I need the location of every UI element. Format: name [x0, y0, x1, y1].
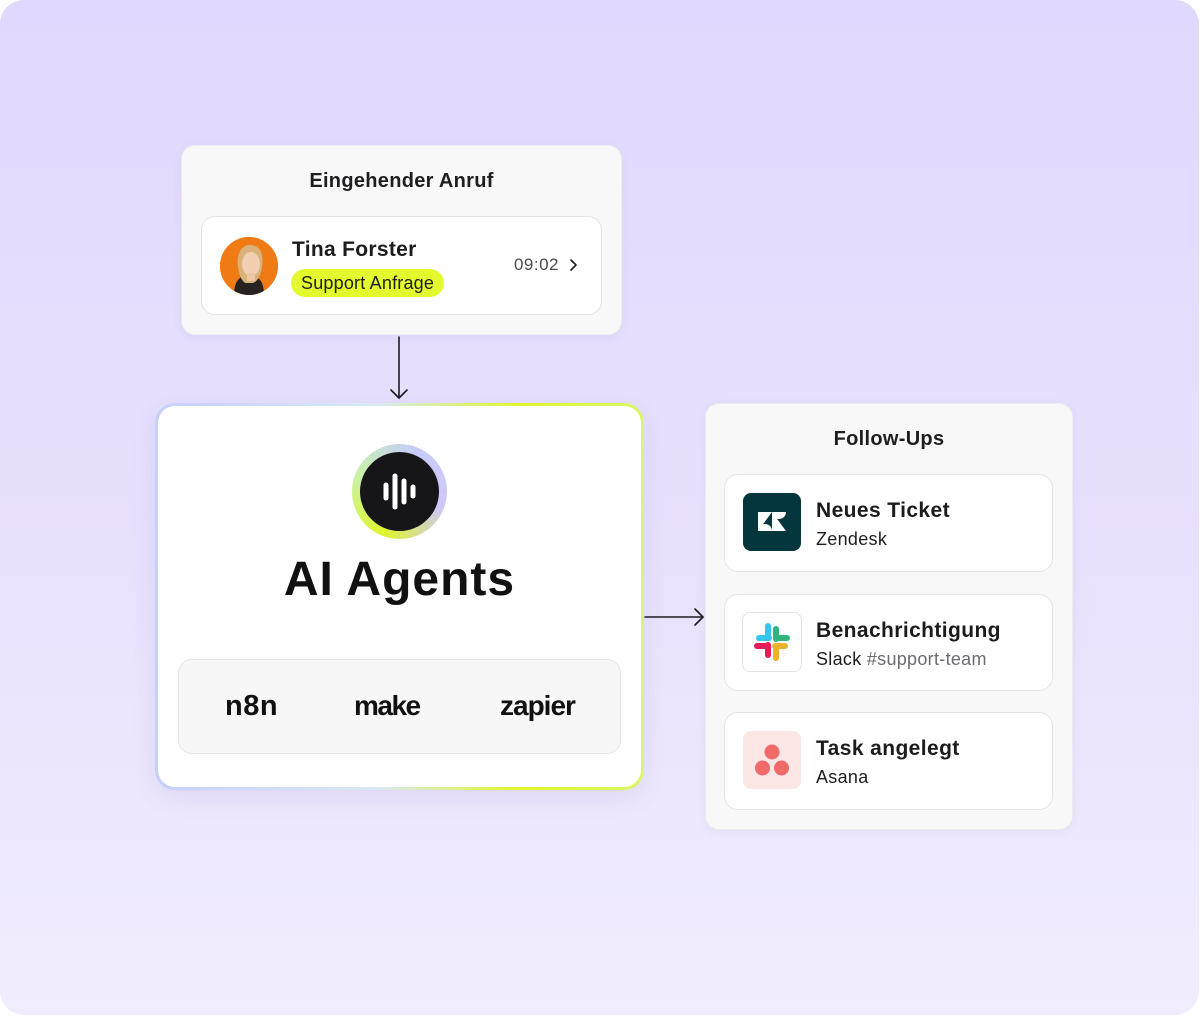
n8n-logo: n8n	[225, 690, 279, 722]
chevron-right-icon[interactable]	[565, 257, 581, 273]
make-logo: make	[354, 690, 421, 721]
zendesk-icon	[743, 493, 801, 551]
slack-channel: #support-team	[866, 649, 987, 669]
followup-title: Neues Ticket	[816, 499, 950, 522]
followup-title: Benachrichtigung	[816, 619, 1001, 642]
follow-ups-panel: Follow-Ups Neues Ticket Zendesk	[705, 403, 1073, 830]
ai-agents-box: AI Agents n8n make zapier	[155, 403, 644, 790]
caller-name: Tina Forster	[292, 238, 417, 261]
followup-app: Asana	[816, 767, 869, 787]
panel-title: Follow-Ups	[833, 428, 945, 450]
integrations-bar: n8n make zapier	[178, 659, 621, 754]
followup-item[interactable]: Task angelegt Asana	[724, 712, 1053, 810]
call-card[interactable]: Tina Forster Support Anfrage 09:02	[201, 216, 602, 315]
avatar	[220, 237, 278, 295]
asana-icon	[743, 731, 801, 789]
ai-agents-title: AI Agents	[283, 553, 516, 606]
followup-item[interactable]: Benachrichtigung Slack #support-team	[724, 594, 1053, 691]
panel-title: Eingehender Anruf	[309, 170, 494, 192]
followup-app: Slack #support-team	[816, 649, 987, 669]
followup-title: Task angelegt	[816, 737, 960, 760]
slack-icon	[742, 612, 802, 672]
followup-item[interactable]: Neues Ticket Zendesk	[724, 474, 1053, 572]
followup-app: Zendesk	[816, 529, 888, 549]
status-badge: Support Anfrage	[291, 269, 445, 297]
call-time: 09:02	[513, 255, 559, 274]
waveform-icon	[352, 444, 447, 539]
zapier-logo: zapier	[500, 690, 576, 721]
incoming-call-panel: Eingehender Anruf Tina Forster Support A…	[181, 145, 622, 335]
